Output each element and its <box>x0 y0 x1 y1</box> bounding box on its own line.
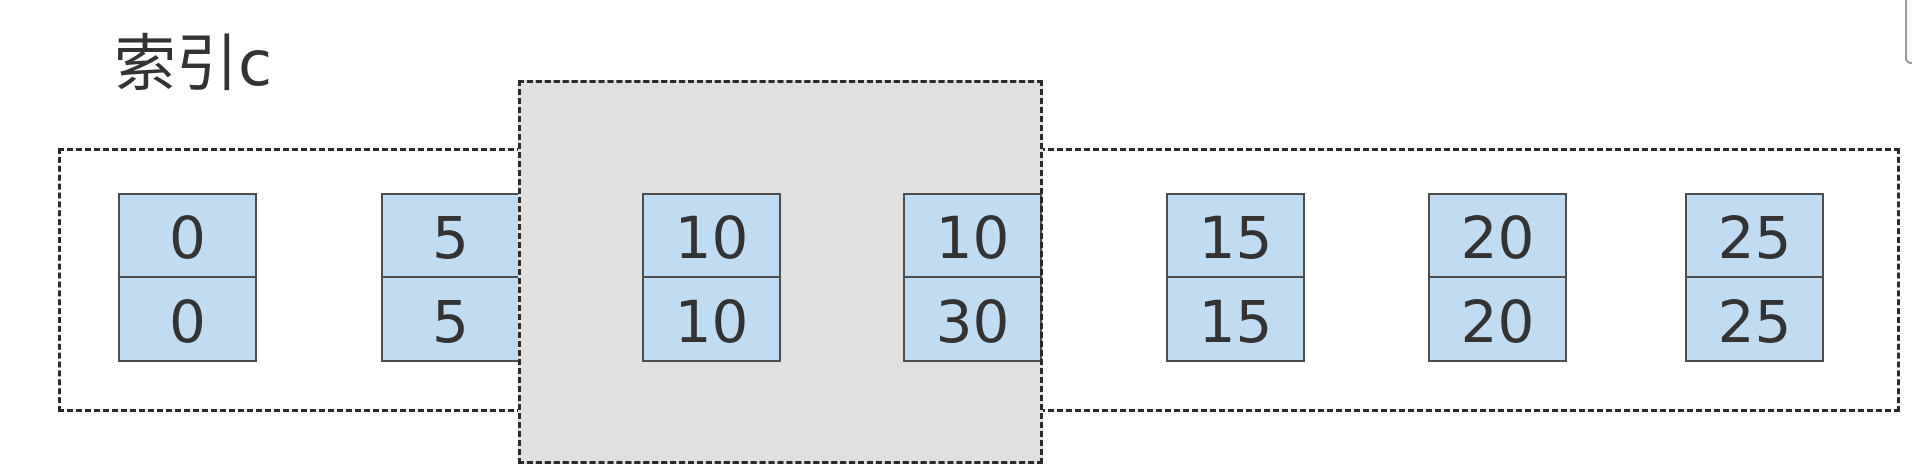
array-cell: 10 <box>642 193 781 278</box>
array-cell: 10 <box>903 193 1042 278</box>
array-cell: 25 <box>1685 276 1824 362</box>
diagram-title: 索引c <box>114 27 273 100</box>
index-column-3-highlighted: 10 30 <box>903 193 1042 362</box>
array-cell: 5 <box>381 276 520 362</box>
index-column-2-highlighted: 10 10 <box>642 193 781 362</box>
array-cell: 25 <box>1685 193 1824 278</box>
array-cell: 15 <box>1166 193 1305 278</box>
array-cell: 5 <box>381 193 520 278</box>
array-cell: 15 <box>1166 276 1305 362</box>
array-cell: 30 <box>903 276 1042 362</box>
index-column-6: 25 25 <box>1685 193 1824 362</box>
array-cell: 10 <box>642 276 781 362</box>
index-column-0: 0 0 <box>118 193 257 362</box>
index-column-1: 5 5 <box>381 193 520 362</box>
index-column-4: 15 15 <box>1166 193 1305 362</box>
vertical-scrollbar-thumb[interactable] <box>1905 0 1912 64</box>
array-cell: 20 <box>1428 276 1567 362</box>
index-column-5: 20 20 <box>1428 193 1567 362</box>
array-cell: 0 <box>118 193 257 278</box>
array-cell: 0 <box>118 276 257 362</box>
array-cell: 20 <box>1428 193 1567 278</box>
